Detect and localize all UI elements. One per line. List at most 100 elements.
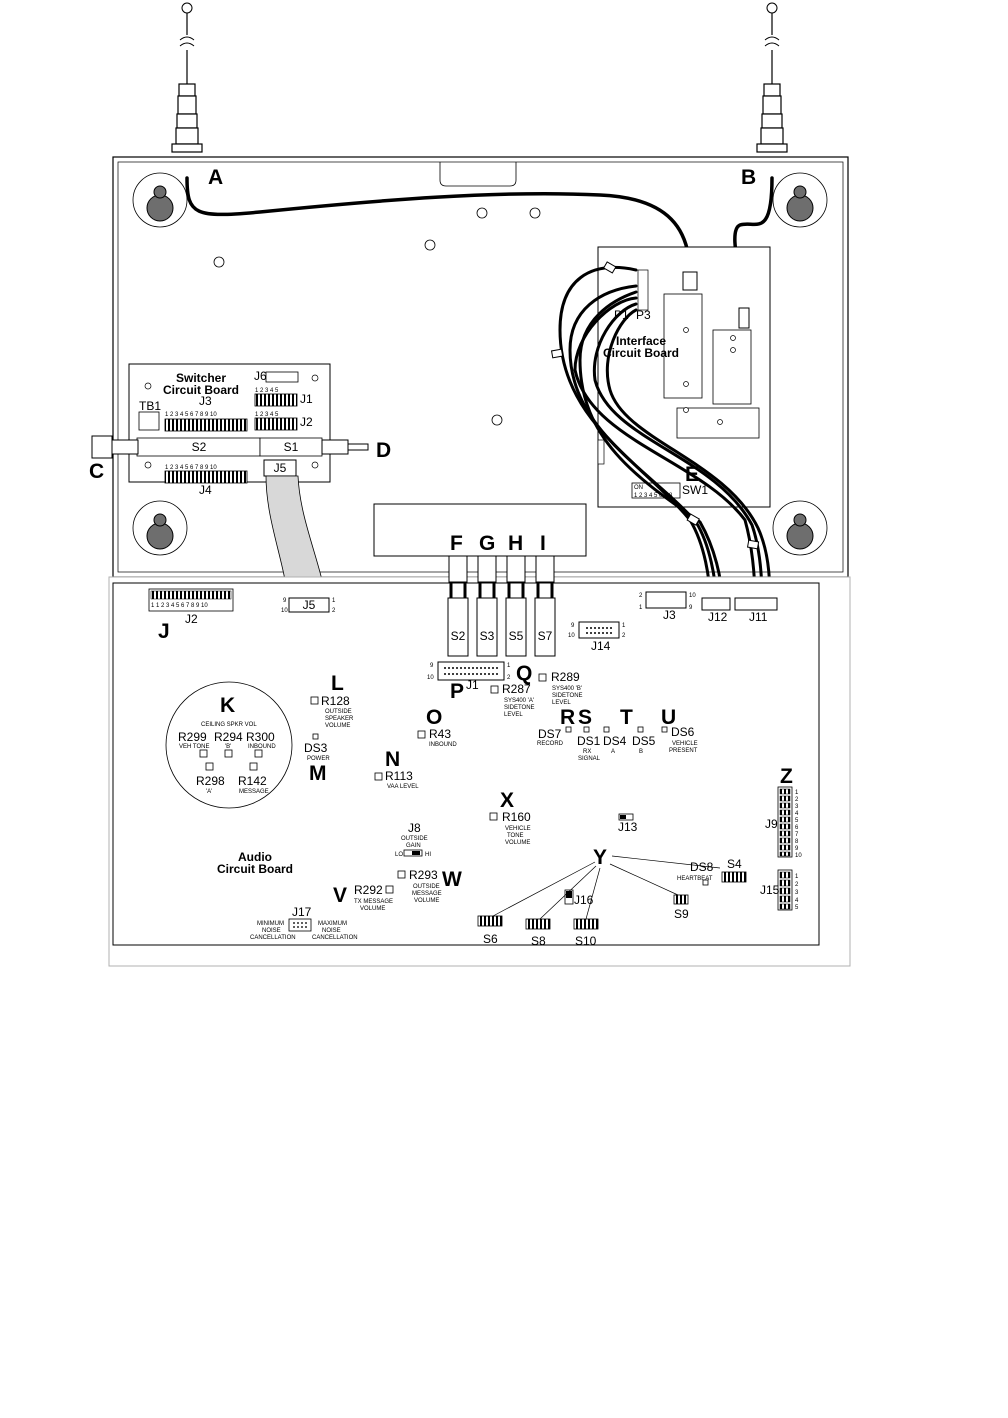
r292-desc-2: VOLUME	[360, 906, 385, 912]
callout-b: B	[741, 166, 756, 189]
r293-desc-3: VOLUME	[414, 898, 439, 904]
r287-desc-2: SIDETONE	[504, 705, 535, 711]
j8-desc-2: GAIN	[406, 843, 421, 849]
j13-label: J13	[618, 820, 638, 834]
r292-desc-1: TX MESSAGE	[354, 899, 393, 905]
r287-desc-3: LEVEL	[504, 712, 523, 718]
callout-z: Z	[780, 765, 793, 788]
callout-g: G	[479, 532, 495, 555]
r299-label: R299	[178, 730, 207, 744]
j9-pin-2: 2	[795, 797, 799, 803]
callout-v: V	[333, 884, 347, 907]
r287-desc-1: SYS400 'A'	[504, 698, 534, 704]
j1-p10: 10	[427, 675, 434, 681]
mounting-holes	[132, 172, 828, 556]
audio-j3-p1: 1	[639, 605, 643, 611]
j9-label: J9	[765, 817, 778, 831]
s5-label: S5	[509, 629, 524, 643]
dip-switches	[477, 871, 747, 930]
r142-desc: MESSAGE	[239, 789, 269, 795]
r289-label: R289	[551, 670, 580, 684]
r113-desc: VAA LEVEL	[387, 784, 419, 790]
j9-pin-labels: 1 2 3 4 5 6 7 8 9 10	[795, 790, 802, 859]
j15-pin-1: 1	[795, 874, 799, 880]
k-header: CEILING SPKR VOL	[201, 722, 257, 728]
sw1-on-label: ON	[634, 485, 643, 491]
callout-a: A	[208, 166, 223, 189]
s9-label: S9	[674, 907, 689, 921]
j9-pin-4: 4	[795, 811, 799, 817]
callout-h: H	[508, 532, 523, 555]
antenna-right	[756, 2, 788, 179]
j17-max-1: MAXIMUM	[318, 921, 347, 927]
p3-label: P3	[636, 308, 651, 322]
ds4-label: DS4	[603, 734, 627, 748]
audio-j5-p9: 9	[283, 598, 287, 604]
callout-c: C	[89, 460, 104, 483]
ds8-label: DS8	[690, 860, 714, 874]
j15-connector	[777, 869, 793, 911]
callout-e: E	[685, 463, 699, 486]
r292-label: R292	[354, 883, 383, 897]
audio-j3-p9: 9	[689, 605, 693, 611]
callout-t: T	[620, 706, 633, 729]
r160-desc-2: TONE	[507, 833, 524, 839]
r289-desc-2: SIDETONE	[552, 693, 583, 699]
ds1-label: DS1	[577, 734, 601, 748]
j4-pins: 1 2 3 4 5 6 7 8 9 10	[165, 465, 217, 471]
interface-harness	[558, 266, 772, 602]
j15-pin-2: 2	[795, 882, 799, 888]
ds1-desc-1: RX	[583, 749, 591, 755]
j9-pin-10: 10	[795, 853, 802, 859]
connector-d	[321, 439, 369, 455]
ds7-label: DS7	[538, 727, 562, 741]
switcher-j5-label: J5	[274, 461, 287, 475]
ds4-desc: A	[611, 749, 615, 755]
j9-pin-1: 1	[795, 790, 799, 796]
j1-p2: 2	[507, 675, 511, 681]
leds	[312, 726, 709, 886]
tb1-label: TB1	[139, 399, 161, 413]
j6-label: J6	[254, 369, 267, 383]
pots	[310, 673, 547, 894]
j14-p1: 1	[622, 623, 626, 629]
interface-board-title-1: Interface	[616, 334, 666, 348]
r113-label: R113	[385, 769, 413, 783]
switcher-s2-label: S2	[192, 440, 207, 454]
j17-max-3: CANCELLATION	[312, 935, 358, 941]
ds5-label: DS5	[632, 734, 656, 748]
callout-p: P	[450, 680, 464, 703]
r289-desc-1: SYS400 'B'	[552, 686, 582, 692]
j9-pin-3: 3	[795, 804, 799, 810]
connector-c	[91, 435, 139, 459]
switcher-board: Switcher Circuit Board J6 J3 1 2 3 4 5 6…	[128, 363, 331, 497]
r43-desc: INBOUND	[429, 742, 457, 748]
j8-lo: LO	[395, 852, 403, 858]
r293-desc-2: MESSAGE	[412, 891, 442, 897]
r287-label: R287	[502, 682, 531, 696]
j8-label: J8	[408, 821, 421, 835]
r43-label: R43	[429, 727, 451, 741]
switcher-board-title-1: Switcher	[176, 371, 226, 385]
r293-desc-1: OUTSIDE	[413, 884, 440, 890]
r160-desc-1: VEHICLE	[505, 826, 531, 832]
switcher-board-title-2: Circuit Board	[163, 383, 239, 397]
callout-f: F	[450, 532, 463, 555]
audio-board-title-1: Audio	[238, 850, 272, 864]
screw-holes	[213, 207, 541, 426]
callout-u: U	[661, 706, 676, 729]
s7-label: S7	[538, 629, 553, 643]
audio-j2-pins: 1 1 2 3 4 5 6 7 8 9 10	[151, 603, 208, 609]
ds1-desc-2: SIGNAL	[578, 756, 601, 762]
ds6-label: DS6	[671, 725, 695, 739]
s2-label: S2	[451, 629, 466, 643]
r160-label: R160	[502, 810, 531, 824]
callout-x: X	[500, 789, 514, 812]
j9-pin-9: 9	[795, 846, 799, 852]
j14-label: J14	[591, 639, 611, 653]
j1-pins: 1 2 3 4 5	[255, 388, 279, 394]
interface-board: ON 1 2 3 4 5 6 7 8 SW1 P1 P3 Interface C…	[597, 246, 771, 508]
ds6-desc-2: PRESENT	[669, 748, 698, 754]
y-leader-lines	[492, 855, 721, 920]
